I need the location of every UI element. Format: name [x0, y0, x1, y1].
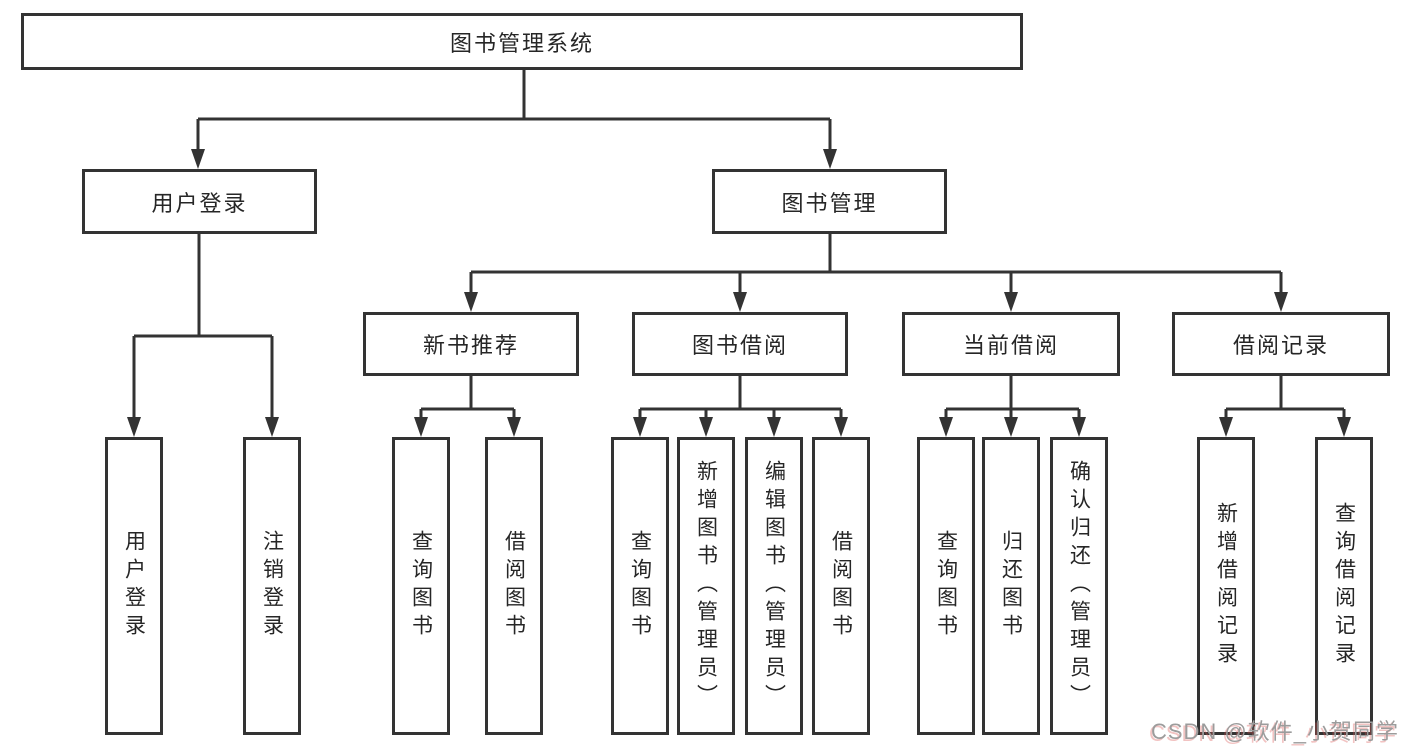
leaf-borrow-borrow-books: 借阅图书: [812, 437, 870, 735]
node-borrow-records: 借阅记录: [1172, 312, 1390, 376]
node-root: 图书管理系统: [21, 13, 1023, 70]
leaf-borrow-borrow-books-label: 借阅图书: [829, 530, 853, 642]
leaf-newbook-borrow-books: 借阅图书: [485, 437, 543, 735]
leaf-borrow-edit-books-admin-label: 编辑图书（管理员）: [762, 460, 786, 712]
leaf-current-query-books: 查询图书: [917, 437, 975, 735]
node-current-borrow-label: 当前借阅: [962, 333, 1059, 358]
node-book-management: 图书管理: [712, 169, 947, 234]
leaf-borrow-query-books-label: 查询图书: [628, 530, 652, 642]
node-root-label: 图书管理系统: [449, 30, 594, 56]
csdn-watermark: CSDN @软件_小贺同学: [1150, 719, 1399, 744]
leaf-records-add-record: 新增借阅记录: [1197, 437, 1255, 735]
leaf-user-login: 用户登录: [105, 437, 163, 735]
leaf-current-return-books-label: 归还图书: [999, 530, 1023, 642]
leaf-borrow-add-books-admin: 新增图书（管理员）: [677, 437, 735, 735]
leaf-records-add-record-label: 新增借阅记录: [1214, 502, 1238, 670]
leaf-current-query-books-label: 查询图书: [934, 530, 958, 642]
node-book-borrow-label: 图书借阅: [691, 333, 788, 358]
leaf-newbook-borrow-books-label: 借阅图书: [502, 530, 526, 642]
connector-group: [127, 70, 1351, 437]
leaf-borrow-add-books-admin-label: 新增图书（管理员）: [694, 460, 718, 712]
node-book-management-label: 图书管理: [781, 190, 878, 216]
node-user-login: 用户登录: [82, 169, 317, 234]
leaf-newbook-query-books: 查询图书: [392, 437, 450, 735]
leaf-newbook-query-books-label: 查询图书: [409, 530, 433, 642]
node-current-borrow: 当前借阅: [902, 312, 1120, 376]
node-new-book-recommend: 新书推荐: [363, 312, 579, 376]
node-user-login-label: 用户登录: [151, 190, 248, 216]
leaf-borrow-query-books: 查询图书: [611, 437, 669, 735]
leaf-current-return-books: 归还图书: [982, 437, 1040, 735]
leaf-records-query-record-label: 查询借阅记录: [1332, 502, 1356, 670]
leaf-user-login-label: 用户登录: [122, 530, 146, 642]
leaf-logout: 注销登录: [243, 437, 301, 735]
node-book-borrow: 图书借阅: [632, 312, 848, 376]
node-new-book-recommend-label: 新书推荐: [422, 333, 519, 358]
node-borrow-records-label: 借阅记录: [1232, 333, 1329, 358]
leaf-borrow-edit-books-admin: 编辑图书（管理员）: [745, 437, 803, 735]
leaf-logout-label: 注销登录: [260, 530, 284, 642]
leaf-current-confirm-return-admin-label: 确认归还（管理员）: [1067, 460, 1091, 712]
leaf-records-query-record: 查询借阅记录: [1315, 437, 1373, 735]
leaf-current-confirm-return-admin: 确认归还（管理员）: [1050, 437, 1108, 735]
